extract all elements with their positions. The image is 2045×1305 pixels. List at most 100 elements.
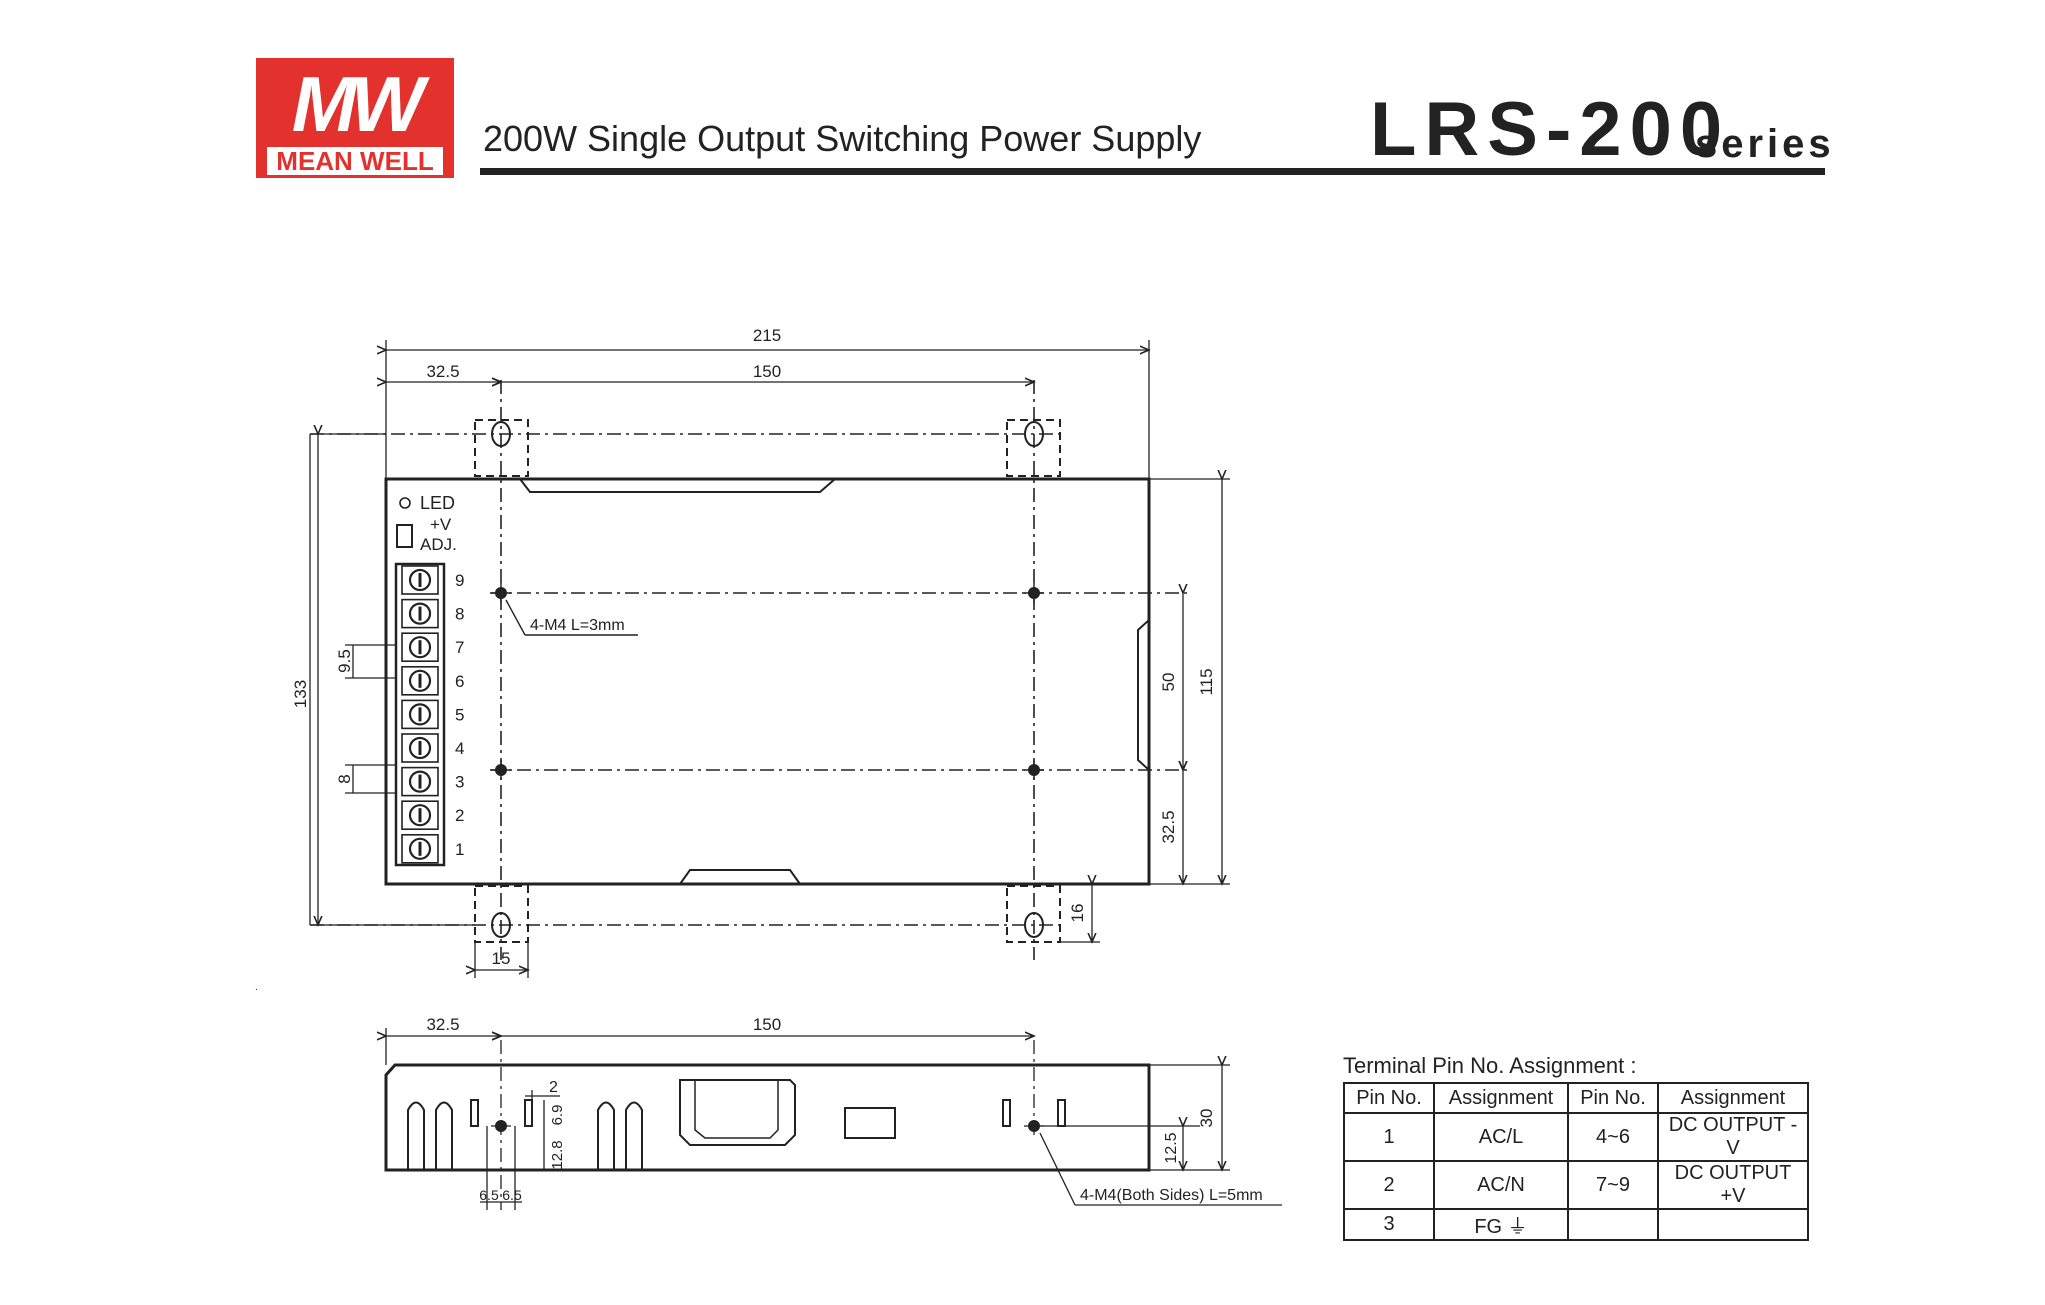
terminal-screw	[408, 636, 432, 659]
meanwell-logo: MW MEAN WELL	[256, 58, 454, 178]
terminal-cell	[401, 632, 439, 663]
table-header-row: Pin No. Assignment Pin No. Assignment	[1343, 1082, 1809, 1114]
model-name: LRS-200	[1370, 87, 1731, 172]
terminal-block	[394, 562, 446, 867]
dim-hole-spacing-y: 50	[1159, 673, 1178, 692]
table-cell: 3	[1343, 1208, 1435, 1241]
vent-slot-2	[435, 1101, 453, 1170]
terminal-screw	[408, 568, 432, 592]
terminal-number: 4	[455, 739, 464, 758]
terminal-cell	[401, 699, 439, 730]
terminal-screw	[408, 703, 432, 726]
terminal-screws	[401, 565, 439, 864]
table-cell: 2	[1343, 1160, 1435, 1210]
small-slot-3	[1002, 1099, 1011, 1127]
side-view	[384, 1063, 1151, 1172]
dim-body-height: 115	[1197, 668, 1216, 695]
pin-table-title: Terminal Pin No. Assignment :	[1343, 1053, 1637, 1078]
side-dim-overall-height: 30	[1197, 1109, 1216, 1128]
dim-overall-height: 133	[291, 680, 310, 708]
table-cell: DC OUTPUT -V	[1657, 1112, 1809, 1162]
logo-mark: MW	[291, 60, 425, 148]
vent-slot-1	[407, 1101, 425, 1170]
table-cell: AC/L	[1433, 1112, 1569, 1162]
dim-bottom-offset: 32.5	[1159, 810, 1178, 843]
terminal-number: 9	[455, 571, 464, 590]
side-dim-hole-spacing-x: 150	[753, 1015, 781, 1034]
terminal-cell	[401, 800, 439, 831]
terminal-number: 2	[455, 806, 464, 825]
table-cell: 1	[1343, 1112, 1435, 1162]
pin-assignment-table: Pin No. Assignment Pin No. Assignment 1 …	[1343, 1082, 1809, 1241]
logo-text: MEAN WELL	[267, 147, 443, 175]
small-slot-4	[1057, 1099, 1066, 1127]
terminal-number: 5	[455, 705, 464, 724]
label-window	[844, 1107, 896, 1139]
terminal-cell	[401, 766, 439, 797]
terminal-cell	[401, 833, 439, 864]
terminal-cell	[401, 665, 439, 696]
terminal-screw	[408, 602, 432, 625]
product-subtitle: 200W Single Output Switching Power Suppl…	[483, 118, 1202, 159]
header-pin-no-2: Pin No.	[1567, 1082, 1659, 1114]
table-cell	[1567, 1208, 1659, 1241]
m4-holes-top	[495, 587, 1040, 776]
terminal-screw	[408, 770, 432, 793]
mount-hole-label-top: 4-M4 L=3mm	[530, 617, 625, 634]
side-dim-hole-left: 6.5	[479, 1187, 499, 1203]
top-view-body	[384, 477, 1151, 886]
dim-pin-pitch-a: 9.5	[335, 649, 354, 673]
vent-slot-4	[625, 1101, 643, 1170]
dim-overall-width: 215	[753, 326, 781, 345]
side-dim-hole-height: 12.5	[1163, 1132, 1180, 1163]
side-dim-left-offset: 32.5	[426, 1015, 459, 1034]
terminal-screw	[408, 669, 432, 692]
dim-hole-spacing-x: 150	[753, 362, 781, 381]
header-assignment-2: Assignment	[1657, 1082, 1809, 1114]
header-assignment-1: Assignment	[1433, 1082, 1569, 1114]
terminal-number: 7	[455, 638, 464, 657]
dim-pin-pitch-b: 8	[335, 774, 354, 783]
side-dim-slot-gap: 2	[549, 1079, 558, 1096]
stray-mark: .	[255, 982, 258, 993]
top-notch	[519, 478, 836, 493]
small-slot-1	[470, 1099, 479, 1127]
terminal-cell	[401, 733, 439, 763]
terminal-cell	[401, 565, 439, 595]
vadj-label-bottom: ADJ.	[420, 535, 457, 554]
table-cell: 7~9	[1567, 1160, 1659, 1210]
table-row: 1 AC/L 4~6 DC OUTPUT -V	[1343, 1112, 1809, 1162]
terminal-cell	[401, 598, 439, 629]
top-view	[310, 380, 1190, 960]
vadj-pot	[396, 524, 413, 548]
table-row: 2 AC/N 7~9 DC OUTPUT +V	[1343, 1160, 1809, 1210]
terminal-screw	[408, 736, 432, 760]
table-cell: AC/N	[1433, 1160, 1569, 1210]
vadj-label-top: +V	[430, 515, 452, 534]
side-dim-hole-right: 6.5	[502, 1187, 522, 1203]
terminal-screw	[408, 837, 432, 860]
table-row: 3 FG ⏚	[1343, 1208, 1809, 1241]
mount-hole-label-side: 4-M4(Both Sides) L=5mm	[1080, 1187, 1263, 1204]
side-protrusion	[1137, 619, 1150, 771]
terminal-number: 1	[455, 840, 464, 859]
series-label: series	[1695, 122, 1835, 166]
bottom-notch	[679, 869, 801, 885]
small-slot-2	[524, 1099, 533, 1127]
terminal-number: 3	[455, 773, 464, 792]
vent-slot-3	[597, 1101, 615, 1170]
side-dim-slot-bottom: 12.8	[549, 1140, 566, 1169]
m4-holes-side	[495, 1120, 1040, 1132]
dim-left-offset: 32.5	[426, 362, 459, 381]
table-cell: DC OUTPUT +V	[1657, 1160, 1809, 1210]
terminal-number: 6	[455, 672, 464, 691]
terminal-number: 8	[455, 605, 464, 624]
terminal-screw	[408, 804, 432, 827]
terminal-numbers: 9 8 7 6 5 4 3 2 1	[455, 571, 464, 859]
table-cell	[1657, 1208, 1809, 1241]
dim-tab-width: 15	[492, 949, 511, 968]
header-rule	[480, 168, 1825, 175]
led-label: LED	[420, 493, 455, 513]
dim-tab-height: 16	[1068, 904, 1087, 923]
